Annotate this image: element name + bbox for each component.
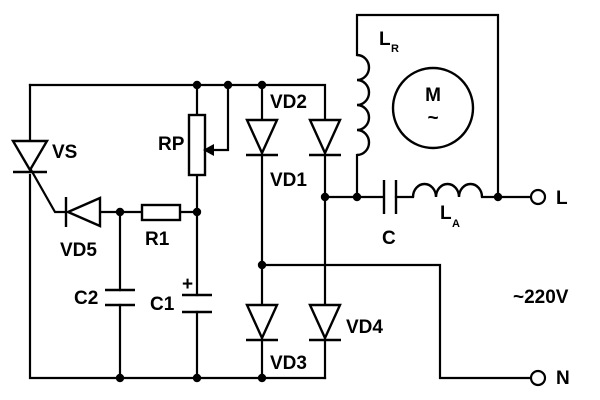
diode-vd2-triangle (308, 118, 342, 156)
capacitor-c1 (182, 293, 212, 314)
label-terminal-n: N (556, 368, 570, 389)
diode-vd3-triangle (245, 303, 279, 341)
label-supply: ~220V (513, 287, 569, 308)
wire-top-right (195, 83, 327, 120)
inductor-lr (356, 53, 371, 157)
diode-vd4 (308, 303, 342, 342)
label-c1-plus: + (182, 274, 193, 295)
wire-gate (28, 166, 67, 214)
capacitor-c2 (105, 288, 135, 307)
label-c2: C2 (74, 288, 98, 309)
capacitor-c (382, 180, 398, 214)
junction-dot (493, 192, 503, 202)
junction-dot (115, 207, 125, 217)
resistor-r1 (140, 203, 182, 222)
terminal-l (529, 188, 547, 206)
label-motor-ac: ~ (427, 108, 438, 129)
diode-vd5-triangle (65, 196, 102, 228)
junction-dot (257, 80, 267, 90)
label-la-sub: A (452, 218, 460, 230)
label-terminal-l: L (556, 188, 568, 209)
diode-vd2 (308, 118, 342, 157)
labels: VS VD5 R1 RP C2 C1 + VD2 VD1 VD3 VD4 C L… (52, 29, 570, 389)
junction-dot (192, 373, 202, 383)
terminal-l-circle (529, 188, 547, 206)
potentiometer-rp (187, 113, 214, 177)
junction-dot (257, 260, 267, 270)
diode-vd3 (245, 303, 279, 342)
label-lr-sub: R (391, 43, 399, 55)
inductor-la (411, 182, 484, 198)
wire-to-n (260, 263, 532, 380)
label-c1: C1 (150, 294, 175, 315)
junctions (115, 80, 503, 383)
diode-vd4-triangle (308, 303, 342, 341)
wire-left-bottom (28, 173, 327, 380)
thyristor-vs (10, 139, 50, 174)
label-vs: VS (52, 142, 77, 163)
label-rp: RP (158, 134, 185, 155)
label-vd5: VD5 (60, 240, 97, 261)
label-vd3: VD3 (270, 353, 307, 374)
label-r1: R1 (145, 229, 170, 250)
label-la-main: L (440, 203, 452, 224)
wires (28, 13, 532, 380)
junction-dot (192, 80, 202, 90)
label-vd4: VD4 (346, 317, 383, 338)
thyristor-triangle (10, 139, 50, 173)
junction-dot (223, 80, 233, 90)
diode-vd1-triangle (245, 118, 279, 156)
diode-vd1 (245, 118, 279, 157)
junction-dot (352, 192, 362, 202)
wire-lr-top (355, 13, 500, 199)
terminal-n (529, 369, 547, 387)
diode-vd5 (64, 196, 102, 228)
motor-circle (391, 66, 475, 150)
label-lr-main: L (379, 29, 391, 50)
junction-dot (192, 207, 202, 217)
terminal-n-circle (529, 369, 547, 387)
junction-dot (115, 373, 125, 383)
potentiometer-body (187, 113, 207, 177)
wire-wiper (201, 83, 230, 152)
label-vd1: VD1 (270, 170, 307, 191)
junction-dot (257, 373, 267, 383)
label-vd2: VD2 (270, 92, 307, 113)
label-c: C (382, 228, 396, 249)
label-motor: M (425, 85, 441, 106)
potentiometer-arrow (203, 144, 214, 156)
junction-dot (320, 192, 330, 202)
